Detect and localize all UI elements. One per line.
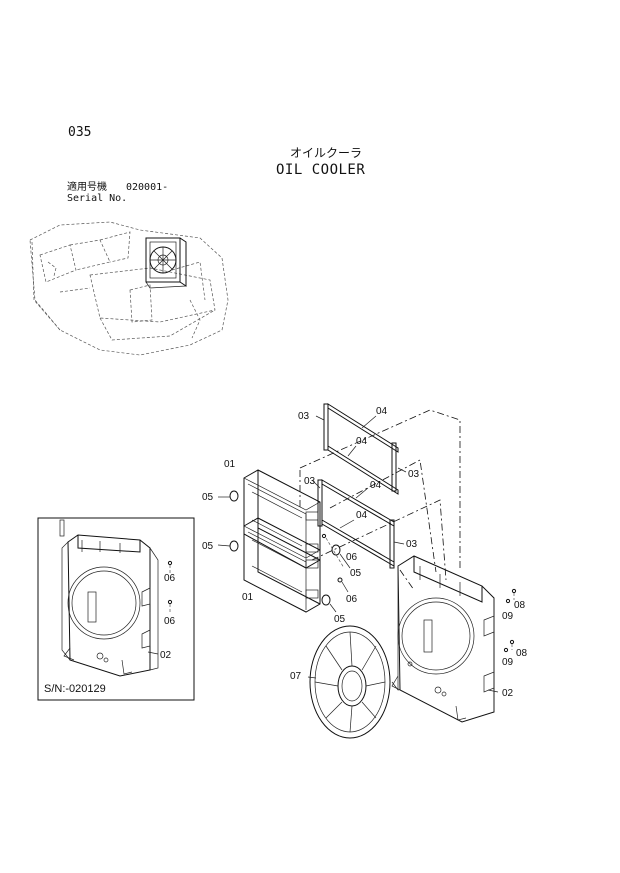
callout-02: 02: [502, 688, 514, 699]
inset-detail-box: 06 06 02 S/N:-020129: [37, 517, 195, 701]
callout-06-a: 06: [346, 552, 358, 563]
title-japanese: オイルクーラ: [290, 146, 363, 160]
callout-05-b: 05: [202, 541, 214, 552]
callout-labels: 03 04 04 03 03 04 04 03 01 05 05 06 05 0…: [202, 406, 528, 699]
assembly-lines: [299, 409, 461, 591]
callout-04-a: 04: [376, 406, 388, 417]
oil-cooler-lower: [243, 517, 321, 613]
callout-03-d: 03: [406, 539, 418, 550]
callout-08-a: 08: [514, 600, 526, 611]
cooler-location-highlight: [145, 237, 187, 289]
fan-shroud: [391, 555, 517, 723]
gasket-set: [311, 403, 407, 569]
callout-03-b: 03: [408, 469, 420, 480]
bushings: [217, 490, 351, 613]
serial-label-japanese: 適用号機: [67, 182, 107, 193]
callout-04-c: 04: [370, 480, 382, 491]
callout-07: 07: [290, 671, 302, 682]
serial-label-english: Serial No.: [67, 193, 128, 204]
callout-06-b: 06: [346, 594, 358, 605]
callout-04-d: 04: [356, 510, 368, 521]
title-english: OIL COOLER: [276, 162, 366, 178]
inset-serial-label: S/N:-020129: [44, 683, 106, 695]
inset-callout-02: 02: [160, 650, 172, 661]
machine-overview-sketch: [29, 221, 229, 356]
callout-01-upper: 01: [224, 459, 236, 470]
inset-callout-06-upper: 06: [164, 573, 176, 584]
callout-08-b: 08: [516, 648, 528, 659]
page-number: 035: [68, 125, 92, 140]
callout-05-d: 05: [334, 614, 346, 625]
callout-09-b: 09: [502, 657, 514, 668]
serial-value: 020001-: [126, 182, 169, 193]
callout-09-a: 09: [502, 611, 514, 622]
callout-04-b: 04: [356, 436, 368, 447]
callout-03-c: 03: [304, 476, 316, 487]
callout-05-a: 05: [202, 492, 214, 503]
callout-03-a: 03: [298, 411, 310, 422]
inset-callout-06-lower: 06: [164, 616, 176, 627]
callout-05-c: 05: [350, 568, 362, 579]
callout-01-lower: 01: [242, 592, 254, 603]
fan-guard: [307, 625, 391, 739]
